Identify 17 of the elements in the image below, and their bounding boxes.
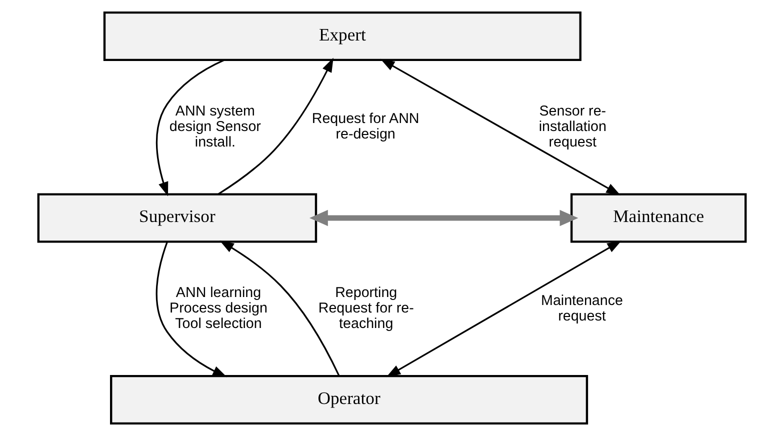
edge-label: Reporting Request for re-teaching xyxy=(318,285,414,332)
node-box: Expert xyxy=(103,11,582,62)
arrow xyxy=(386,240,622,378)
edge-label: Sensor re-installation request xyxy=(538,103,606,150)
edge-label: ANN system design Sensor install. xyxy=(169,103,261,150)
node-box: Supervisor xyxy=(37,193,318,243)
node-box: Maintenance xyxy=(570,193,747,243)
node-box: Operator xyxy=(110,374,588,425)
arrow xyxy=(218,58,334,195)
arrow xyxy=(156,242,227,378)
arrow xyxy=(309,210,578,226)
edge-label: Request for ANN re-design xyxy=(312,111,420,143)
arrow xyxy=(380,58,621,196)
edge-label: Maintenance request xyxy=(541,292,623,324)
arrow xyxy=(156,59,225,196)
edge-label: ANN learning Process design Tool selection xyxy=(170,285,268,332)
arrow xyxy=(220,240,340,376)
